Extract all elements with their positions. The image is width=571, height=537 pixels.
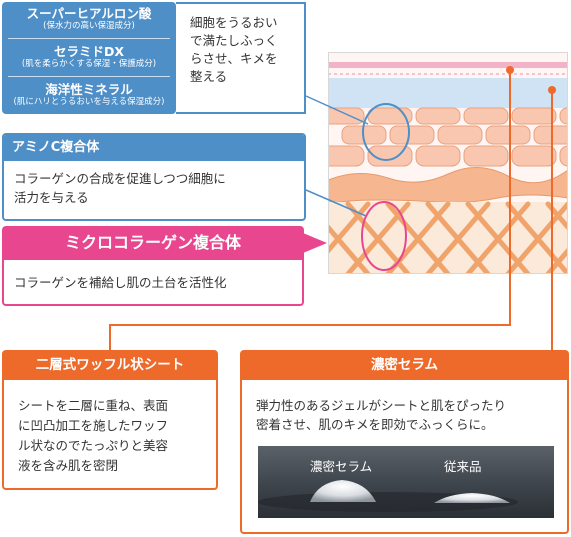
ingredient-title: 海洋性ミネラル (45, 82, 133, 97)
ingredient-title: スーパーヒアルロン酸 (26, 6, 152, 21)
ingredient-hyaluronic: スーパーヒアルロン酸 (保水力の高い保湿成分) (2, 6, 176, 32)
conventional-drop (434, 493, 510, 503)
sheet-connector-drop (109, 324, 111, 350)
ingredient-marine-mineral: 海洋性ミネラル (肌にハリとうるおいを与える保湿成分) (2, 82, 176, 108)
skin-illustration (328, 52, 568, 274)
skin-surface-layer (328, 62, 568, 68)
divider (8, 76, 170, 77)
description-line: で満たしふっく (190, 33, 278, 48)
dense-serum-title: 濃密セラム (240, 350, 569, 380)
gel-comparison-photo: 濃密セラム 従来品 (258, 446, 554, 518)
serum-connector-vertical (551, 90, 553, 350)
moisture-layer (328, 78, 568, 108)
description-line: コラーゲンの合成を促進しつつ細胞に (14, 171, 226, 186)
dense-serum-description: 弾力性のあるジェルがシートと肌をぴったり 密着させ、肌のキメを即効でふっくらに。 (256, 396, 566, 434)
sheet-connector-vertical (509, 70, 511, 326)
collagen-lattice (328, 201, 568, 274)
description-line: に凹凸加工を施したワッフ (18, 418, 169, 433)
divider (8, 38, 170, 39)
ingredient-ceramide: セラミドDX (肌を柔らかくする保湿・保護成分) (2, 44, 176, 70)
micro-collagen-description: コラーゲンを補給し肌の土台を活性化 (2, 260, 304, 306)
blue-highlight-circle (362, 103, 410, 161)
moisture-description: 細胞をうるおい で満たしふっく らさせ、キメを 整える (176, 2, 306, 114)
cell-layer (328, 107, 568, 167)
moisture-ingredients-box: スーパーヒアルロン酸 (保水力の高い保湿成分) セラミドDX (肌を柔らかくする… (2, 2, 176, 114)
gel-label-dense-serum: 濃密セラム (310, 459, 373, 474)
ingredient-subtitle: (肌にハリとうるおいを与える保湿成分) (13, 97, 165, 107)
pointer-arrow-icon (303, 233, 327, 253)
description-line: 液を含み肌を密閉 (18, 458, 119, 473)
waffle-sheet-title: 二層式ワッフル状シート (2, 350, 218, 380)
pink-highlight-circle (361, 201, 407, 271)
gel-label-conventional: 従来品 (444, 459, 482, 474)
amino-c-description: コラーゲンの合成を促進しつつ細胞に 活力を与える (14, 169, 304, 207)
ingredient-title: セラミドDX (53, 44, 124, 59)
ingredient-subtitle: (肌を柔らかくする保湿・保護成分) (21, 59, 157, 69)
dense-serum-box: 弾力性のあるジェルがシートと肌をぴったり 密着させ、肌のキメを即効でふっくらに。… (240, 380, 569, 534)
gel-drops-image (258, 480, 518, 512)
description-line: ル状なのでたっぷりと美容 (18, 438, 169, 453)
ingredient-subtitle: (保水力の高い保湿成分) (43, 21, 135, 31)
description-line: 整える (190, 69, 228, 84)
description-line: 弾力性のあるジェルがシートと肌をぴったり (256, 398, 507, 413)
basal-layer (328, 166, 568, 205)
description-line: 密着させ、肌のキメを即効でふっくらに。 (256, 417, 494, 432)
description-line: 細胞をうるおい (190, 15, 278, 30)
amino-c-box: アミノC複合体 コラーゲンの合成を促進しつつ細胞に 活力を与える (2, 133, 306, 221)
waffle-sheet-description: シートを二層に重ね、表面 に凹凸加工を施したワッフ ル状なのでたっぷりと美容 液… (2, 380, 218, 490)
dense-serum-drop (310, 480, 376, 502)
description-line: シートを二層に重ね、表面 (18, 398, 169, 413)
micro-collagen-title: ミクロコラーゲン複合体 (2, 226, 304, 260)
sheet-connector-horizontal (110, 324, 511, 326)
amino-c-title: アミノC複合体 (4, 135, 304, 161)
description-line: らさせ、キメを (190, 51, 278, 66)
description-line: 活力を与える (14, 190, 89, 205)
